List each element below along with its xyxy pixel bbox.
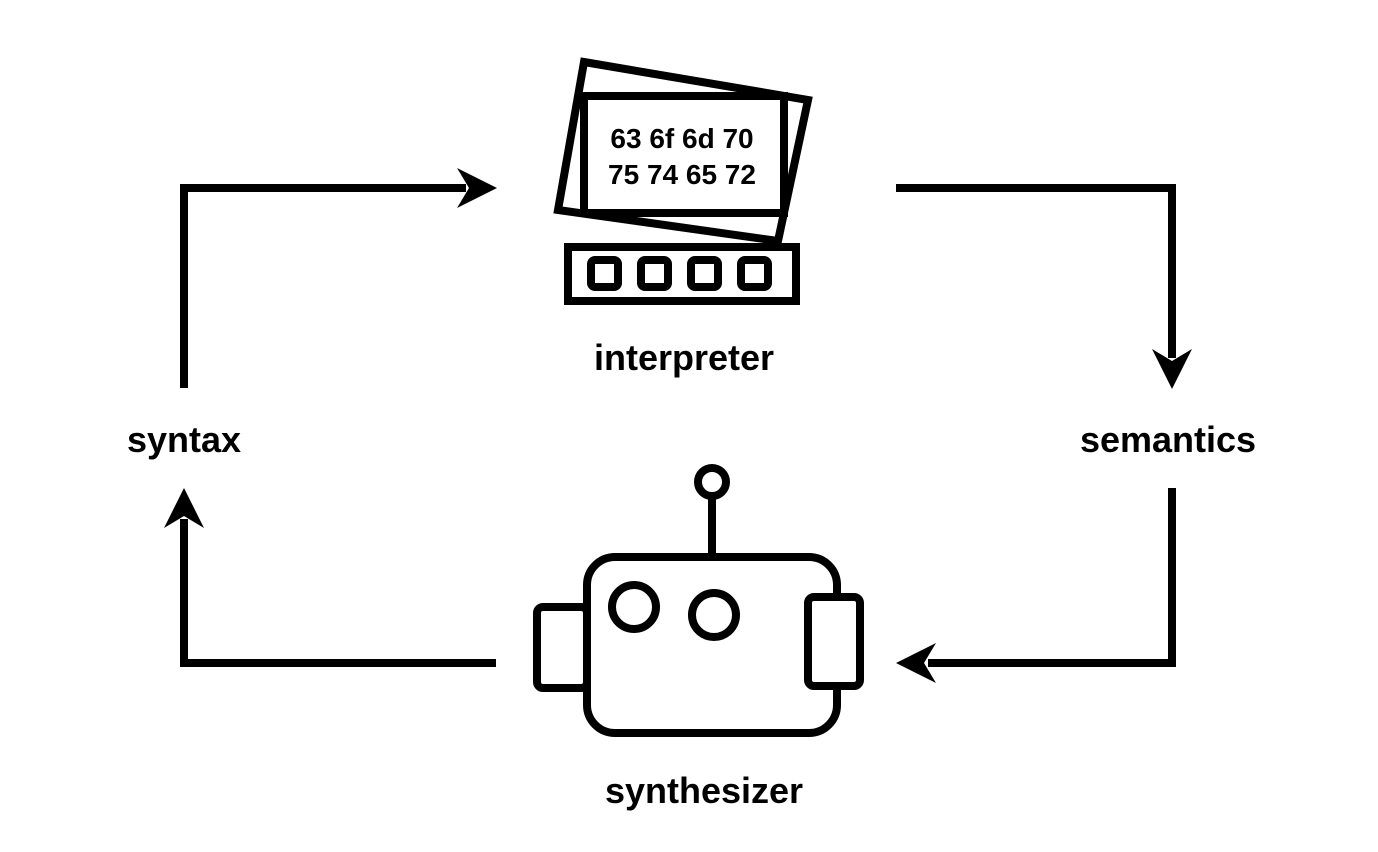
computer-terminal-icon: 63 6f 6d 70 75 74 65 72: [553, 57, 813, 305]
robot-eye-right: [688, 589, 740, 641]
key-2: [637, 256, 672, 291]
synthesizer-label: synthesizer: [605, 770, 803, 811]
robot-icon: [533, 464, 864, 737]
syntax-label: syntax: [127, 419, 241, 460]
robot-ear-right: [804, 593, 864, 690]
robot-eye-left: [608, 581, 660, 633]
arrow-semantics-to-synthesizer: [896, 488, 1176, 683]
arrow-synthesizer-to-syntax: [164, 488, 496, 667]
semantics-label: semantics: [1080, 419, 1256, 460]
robot-ear-left: [533, 603, 591, 692]
arrow-syntax-to-interpreter: [180, 168, 497, 388]
screen-text-line-2: 75 74 65 72: [608, 159, 756, 190]
key-4: [737, 256, 772, 291]
arrow-interpreter-to-semantics: [896, 184, 1192, 389]
keyboard-base: [564, 243, 800, 305]
interpreter-label: interpreter: [594, 337, 774, 378]
robot-antenna-tip: [694, 464, 730, 500]
screen-text-line-1: 63 6f 6d 70: [610, 123, 753, 154]
key-3: [687, 256, 722, 291]
monitor-screen: [580, 92, 788, 217]
key-1: [587, 256, 622, 291]
